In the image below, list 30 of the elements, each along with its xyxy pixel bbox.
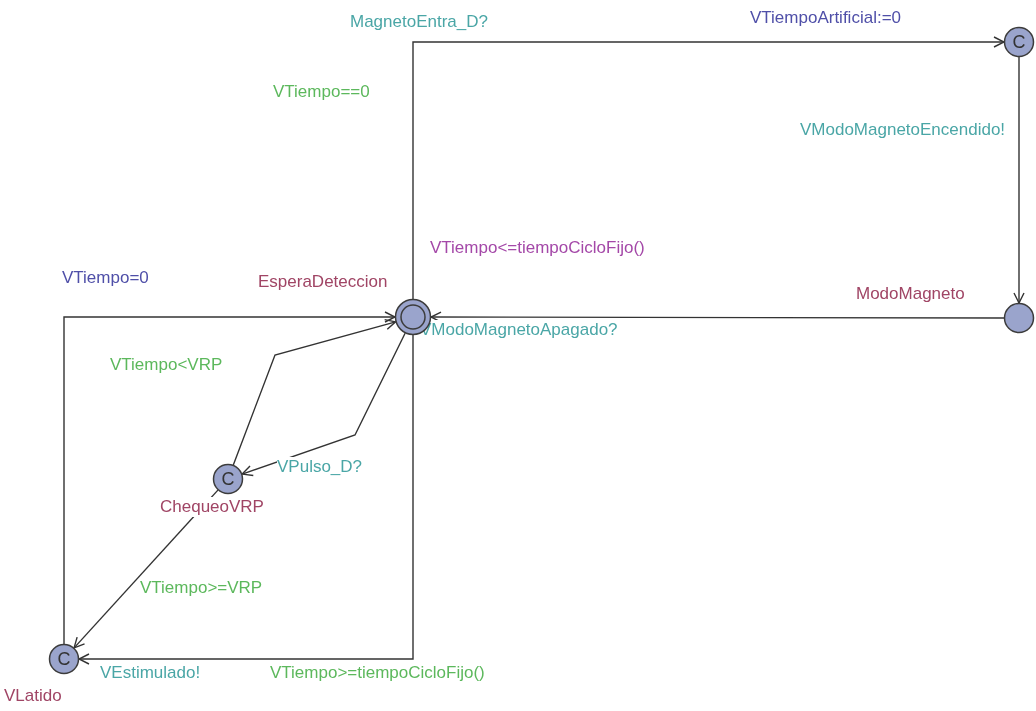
committed-mark: C — [56, 647, 72, 671]
state-circle — [48, 643, 80, 675]
transition-arrow — [73, 489, 219, 649]
state-circle — [1003, 26, 1035, 58]
transition-arrow — [412, 36, 1005, 300]
edge-label: VTiempo>=VRP — [140, 578, 263, 598]
edge-label: VTiempo=0 — [62, 268, 149, 288]
transition-arrow — [63, 311, 396, 645]
transition-arrow — [78, 334, 414, 665]
state-name: EsperaDeteccion — [258, 272, 388, 292]
edge-label: VModoMagnetoApagado? — [420, 320, 618, 340]
edge-label: MagnetoEntra_D? — [350, 12, 488, 32]
transition-label: VTiempo==0 — [273, 82, 370, 102]
transition-arrow — [430, 311, 1005, 323]
transition-label: VEstimulado! — [100, 663, 201, 683]
committed-mark: C — [1011, 30, 1027, 54]
transition-arrow — [1013, 56, 1025, 304]
state-circle — [212, 463, 244, 495]
edge-label: VTiempo>=tiempoCicloFijo() — [270, 663, 485, 683]
edge-label: VTiempo<VRP — [110, 355, 223, 375]
transition-arrow — [241, 332, 406, 477]
edge-label: VModoMagnetoEncendido! — [800, 120, 1006, 140]
transition-label: VTiempoArtificial:=0 — [750, 8, 901, 28]
state-name: ChequeoVRP — [160, 497, 264, 517]
state-circle — [1003, 302, 1035, 334]
transition-arrow — [232, 318, 397, 466]
state-name: ModoMagneto — [856, 284, 965, 304]
invariant-label: VTiempo<=tiempoCicloFijo() — [430, 238, 645, 258]
edge-label: VPulso_D? — [277, 457, 363, 477]
committed-mark: C — [220, 467, 236, 491]
